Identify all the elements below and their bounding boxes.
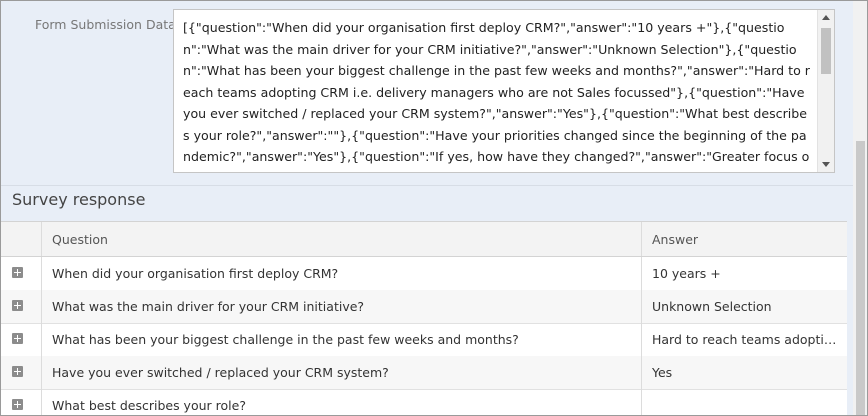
cell-question: When did your organisation first deploy … — [52, 266, 339, 281]
column-separator[interactable] — [641, 222, 642, 256]
cell-question: What was the main driver for your CRM in… — [52, 299, 365, 314]
column-separator — [41, 323, 42, 356]
page-scrollbar[interactable] — [853, 1, 867, 415]
column-separator — [41, 356, 42, 389]
cell-answer: 10 years + — [652, 266, 721, 281]
column-header-question[interactable]: Question — [52, 232, 108, 247]
cell-answer: Hard to reach teams adopting CRM i.e. de… — [652, 332, 840, 347]
column-separator — [641, 290, 642, 323]
cell-question: Have you ever switched / replaced your C… — [52, 365, 389, 380]
cell-answer: Yes — [652, 365, 673, 380]
form-submission-label: Form Submission Data — [35, 17, 176, 32]
grid-header-row: Question Answer — [1, 222, 847, 257]
cell-question: What has been your biggest challenge in … — [52, 332, 519, 347]
table-row[interactable]: What best describes your role? — [1, 389, 847, 415]
column-separator — [41, 389, 42, 415]
form-submission-text[interactable]: [{"question":"When did your organisation… — [183, 20, 810, 172]
expand-row-plus-icon[interactable] — [12, 333, 23, 344]
column-header-answer[interactable]: Answer — [652, 232, 699, 247]
scroll-down-arrow-icon[interactable] — [822, 162, 830, 167]
textarea-scroll-thumb[interactable] — [821, 28, 831, 74]
column-separator — [41, 257, 42, 290]
survey-grid: Question Answer When did your organisati… — [1, 221, 847, 415]
expand-row-plus-icon[interactable] — [12, 267, 23, 278]
form-section: Form Submission Data [{"question":"When … — [1, 1, 853, 185]
column-separator — [41, 290, 42, 323]
scroll-up-arrow-icon[interactable] — [822, 15, 830, 20]
survey-panel-title: Survey response — [12, 190, 146, 209]
table-row[interactable]: What was the main driver for your CRM in… — [1, 290, 847, 324]
textarea-scrollbar[interactable] — [817, 10, 834, 172]
column-separator — [641, 356, 642, 389]
table-row[interactable]: When did your organisation first deploy … — [1, 257, 847, 291]
column-separator — [641, 257, 642, 290]
cell-question: What best describes your role? — [52, 398, 246, 413]
table-row[interactable]: What has been your biggest challenge in … — [1, 323, 847, 357]
table-row[interactable]: Have you ever switched / replaced your C… — [1, 356, 847, 390]
column-separator — [641, 323, 642, 356]
cell-answer: Unknown Selection — [652, 299, 772, 314]
page-scroll-thumb[interactable] — [856, 141, 865, 415]
column-separator — [641, 389, 642, 415]
survey-panel-header: Survey response — [1, 185, 853, 216]
expand-row-plus-icon[interactable] — [12, 300, 23, 311]
column-separator — [41, 222, 42, 256]
expand-row-plus-icon[interactable] — [12, 399, 23, 410]
expand-row-plus-icon[interactable] — [12, 366, 23, 377]
form-submission-textarea[interactable]: [{"question":"When did your organisation… — [173, 9, 835, 173]
